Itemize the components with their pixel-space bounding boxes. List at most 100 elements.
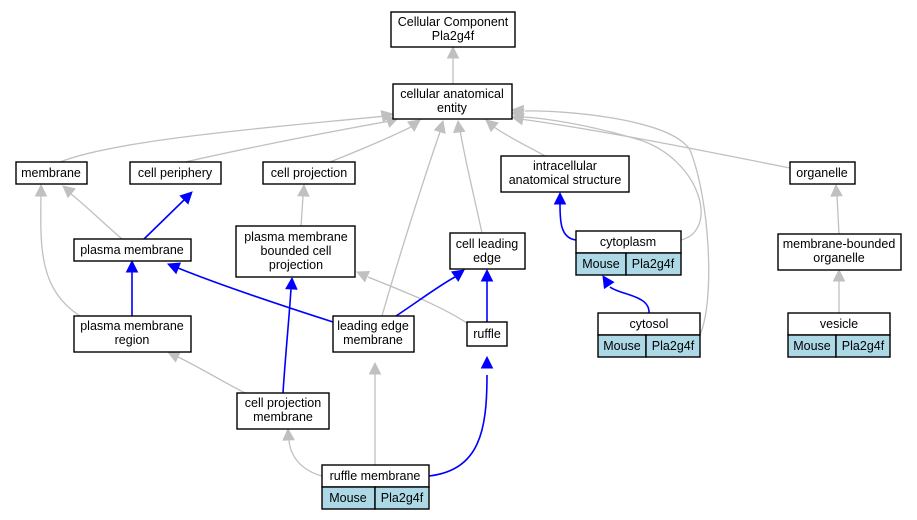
node-organelle[interactable]: organelle	[789, 161, 856, 185]
edge-cytosol-to-cae	[524, 110, 710, 336]
edge-pm-region-part-of-plasma-membrane-arrowhead	[125, 259, 139, 273]
node-label-line: organelle	[796, 166, 847, 180]
edge-pm-region-to-membrane	[40, 195, 81, 317]
annotation-cell-text: Pla2g4f	[842, 339, 885, 353]
edge-vesicle-to-mb-organelle-arrowhead	[832, 268, 846, 282]
edge-cae-to-root-arrowhead	[446, 45, 460, 59]
node-cellular-component[interactable]: Cellular Component Pla2g4f	[390, 11, 516, 48]
edge-cytosol-to-cae-arrowhead	[510, 104, 525, 118]
node-intracellular-anatomical-structure[interactable]: intracellular anatomical structure	[500, 155, 630, 193]
node-cytosol[interactable]: cytosol Mouse Pla2g4f	[597, 312, 701, 358]
edge-ruffle-membrane-to-cp-membrane-arrowhead	[282, 427, 295, 441]
annotation-cell-text: Pla2g4f	[652, 339, 695, 353]
edge-pm-bounded-to-cell-projection	[300, 195, 304, 227]
node-cell-projection-membrane[interactable]: cell projection membrane	[236, 392, 330, 430]
node-label-line: projection	[269, 258, 323, 272]
annotation-cell-text: Mouse	[329, 491, 367, 505]
edge-ruffle-membrane-to-cp-membrane	[288, 439, 323, 477]
annotation-cell-text: Pla2g4f	[632, 257, 675, 271]
edge-cell-leading-edge-to-cae-arrowhead	[452, 119, 466, 134]
node-label-line: cell periphery	[138, 166, 213, 180]
edge-cp-membrane-part-of-pm-bounded	[282, 288, 292, 394]
node-label-line: membrane	[21, 166, 81, 180]
node-plasma-membrane-region[interactable]: plasma membrane region	[73, 315, 192, 353]
node-cell-periphery[interactable]: cell periphery	[129, 161, 222, 185]
edge-leading-edge-membrane-part-of-plasma-membrane	[177, 267, 334, 323]
annotation-cell-gene	[835, 334, 891, 358]
edge-organelle-to-cae	[519, 118, 791, 169]
edge-cell-projection-to-cae	[329, 125, 414, 163]
node-label-line: organelle	[813, 251, 864, 265]
edge-ruffle-part-of-cell-leading-edge-arrowhead	[480, 268, 494, 282]
node-plasma-membrane-bounded-cell-projection[interactable]: plasma membrane bounded cell projection	[235, 225, 356, 278]
edge-leading-edge-membrane-to-cae-arrowhead	[433, 119, 446, 134]
edge-cytoplasm-to-cae	[521, 116, 702, 241]
node-label-line: plasma membrane	[80, 319, 184, 333]
node-label-line: cellular anatomical	[400, 87, 504, 101]
annotation-cell-gene	[625, 252, 682, 276]
edge-ruffle-to-pm-bounded	[367, 276, 471, 326]
edge-pm-region-to-membrane-arrowhead	[34, 183, 48, 197]
node-label-line: vesicle	[820, 317, 858, 331]
edge-cytoplasm-part-of-intracellular	[559, 203, 577, 241]
edge-plasma-membrane-part-of-cell-periphery	[143, 199, 185, 240]
node-ruffle-membrane[interactable]: ruffle membrane Mouse Pla2g4f	[321, 464, 430, 510]
edge-ruffle-membrane-part-of-ruffle	[428, 374, 488, 477]
node-label-line: plasma membrane	[80, 243, 184, 257]
node-membrane[interactable]: membrane	[15, 161, 88, 185]
node-label-line: cell projection	[271, 166, 347, 180]
node-label-line: cytoplasm	[600, 235, 656, 249]
node-label-line: plasma membrane	[244, 230, 348, 244]
node-label-line: edge	[473, 251, 501, 265]
edge-cell-leading-edge-to-cae	[459, 129, 483, 234]
node-leading-edge-membrane[interactable]: leading edge membrane	[332, 315, 415, 353]
node-label-line: Cellular Component	[398, 15, 509, 29]
edge-plasma-membrane-part-of-cell-periphery-arrowhead	[179, 191, 193, 205]
node-label-line: ruffle membrane	[330, 469, 421, 483]
edge-leading-edge-membrane-to-cae	[381, 131, 441, 317]
edge-plasma-membrane-to-membrane	[70, 193, 123, 240]
node-label-line: cytosol	[630, 317, 669, 331]
node-plasma-membrane[interactable]: plasma membrane	[73, 238, 192, 262]
edge-cell-projection-to-cae-arrowhead	[406, 119, 421, 132]
node-label-line: Pla2g4f	[432, 29, 475, 43]
edge-cytosol-part-of-cytoplasm-arrowhead	[602, 275, 615, 290]
node-label-line: membrane-bounded	[783, 237, 896, 251]
edge-ruffle-membrane-to-leading-edge-membrane-arrowhead	[368, 361, 382, 375]
node-cell-projection[interactable]: cell projection	[262, 161, 356, 185]
node-label-line: membrane	[253, 410, 313, 424]
node-vesicle[interactable]: vesicle Mouse Pla2g4f	[787, 312, 891, 358]
edge-mb-organelle-to-organelle	[836, 195, 840, 235]
edge-intracellular-to-cae	[493, 126, 546, 157]
node-ruffle[interactable]: ruffle	[466, 321, 508, 347]
graph-edges	[34, 45, 846, 477]
edge-plasma-membrane-to-membrane-arrowhead	[62, 185, 76, 199]
node-label-line: cell leading	[456, 237, 519, 251]
node-cell-leading-edge[interactable]: cell leading edge	[449, 232, 526, 270]
edge-leading-edge-membrane-part-of-plasma-membrane-arrowhead	[166, 262, 182, 275]
edge-intracellular-to-cae-arrowhead	[485, 119, 499, 133]
node-cellular-anatomical-entity[interactable]: cellular anatomical entity	[392, 83, 513, 120]
node-label-line: cell projection	[245, 396, 321, 410]
edge-cell-periphery-to-cae	[184, 120, 391, 163]
edge-leading-edge-membrane-part-of-cell-leading-edge	[395, 276, 456, 317]
node-label-line: bounded cell	[261, 244, 332, 258]
edge-cytosol-part-of-cytoplasm	[609, 286, 650, 314]
edge-cytoplasm-part-of-intracellular-arrowhead	[553, 191, 567, 205]
node-cytoplasm[interactable]: cytoplasm Mouse Pla2g4f	[575, 230, 682, 276]
annotation-cell-text: Mouse	[793, 339, 831, 353]
annotation-cell-gene	[374, 486, 430, 510]
edge-pm-bounded-to-cell-projection-arrowhead	[297, 183, 310, 197]
node-label-line: anatomical structure	[509, 173, 622, 187]
node-label-line: intracellular	[533, 159, 597, 173]
edge-cp-membrane-to-pm-region	[177, 356, 246, 394]
node-label-line: region	[115, 333, 150, 347]
node-label-line: leading edge	[337, 319, 409, 333]
node-membrane-bounded-organelle[interactable]: membrane-bounded organelle	[777, 233, 902, 271]
annotation-cell-text: Mouse	[603, 339, 641, 353]
annotation-cell-gene	[645, 334, 701, 358]
annotation-cell-text: Pla2g4f	[381, 491, 424, 505]
edge-cp-membrane-to-pm-region-arrowhead	[166, 351, 182, 363]
edge-mb-organelle-to-organelle-arrowhead	[830, 183, 843, 197]
